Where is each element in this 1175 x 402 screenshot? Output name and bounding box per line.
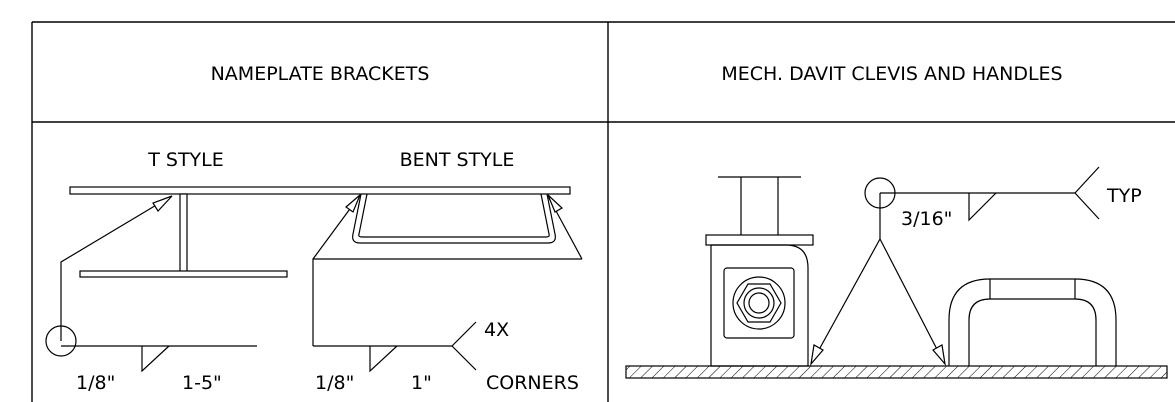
- t-style-weld-symbol: [45, 195, 257, 373]
- header-nameplate-brackets: NAMEPLATE BRACKETS: [211, 63, 430, 85]
- bent-style-bracket: [352, 193, 556, 244]
- table-frame: [31, 21, 1175, 402]
- header-davit-clevis-handles: MECH. DAVIT CLEVIS AND HANDLES: [721, 63, 1062, 85]
- clevis-pin-nut-icon: [723, 267, 795, 339]
- davit-weld-tail: TYP: [1106, 185, 1142, 207]
- bent-style-label: BENT STYLE: [400, 149, 515, 171]
- davit-handle: [948, 278, 1117, 366]
- fillet-weld-triangle-icon: [369, 345, 398, 373]
- davit-weld-size: 3/16": [901, 208, 952, 230]
- bent-left-leader-arrowhead: [345, 194, 361, 213]
- davit-clevis: [705, 176, 814, 367]
- t-style-label: T STYLE: [147, 149, 224, 171]
- hatched-floor: [625, 365, 1168, 379]
- davit-left-leader-arrowhead: [810, 344, 824, 366]
- nameplate: [69, 186, 571, 195]
- t-style-leader-arrowhead: [152, 195, 173, 212]
- fillet-weld-triangle-icon: [141, 345, 170, 373]
- bent-style-weld-length: 1": [411, 372, 432, 394]
- davit-weld-symbol: [810, 166, 1100, 366]
- fillet-weld-triangle-icon: [968, 192, 997, 222]
- t-style-weld-length: 1-5": [182, 372, 222, 394]
- bent-style-tail-top: 4X: [484, 319, 509, 341]
- davit-right-leader-arrowhead: [932, 344, 946, 366]
- t-style-bracket: [79, 193, 288, 278]
- bent-style-weld-size: 1/8": [315, 372, 354, 394]
- bent-style-tail-bottom: CORNERS: [486, 372, 579, 394]
- bent-style-weld-symbol: [312, 194, 583, 373]
- bent-right-leader-arrowhead: [547, 194, 564, 213]
- t-style-weld-size: 1/8": [76, 372, 115, 394]
- weld-tail-icon: [1074, 166, 1100, 194]
- weld-tail-icon: [451, 321, 477, 347]
